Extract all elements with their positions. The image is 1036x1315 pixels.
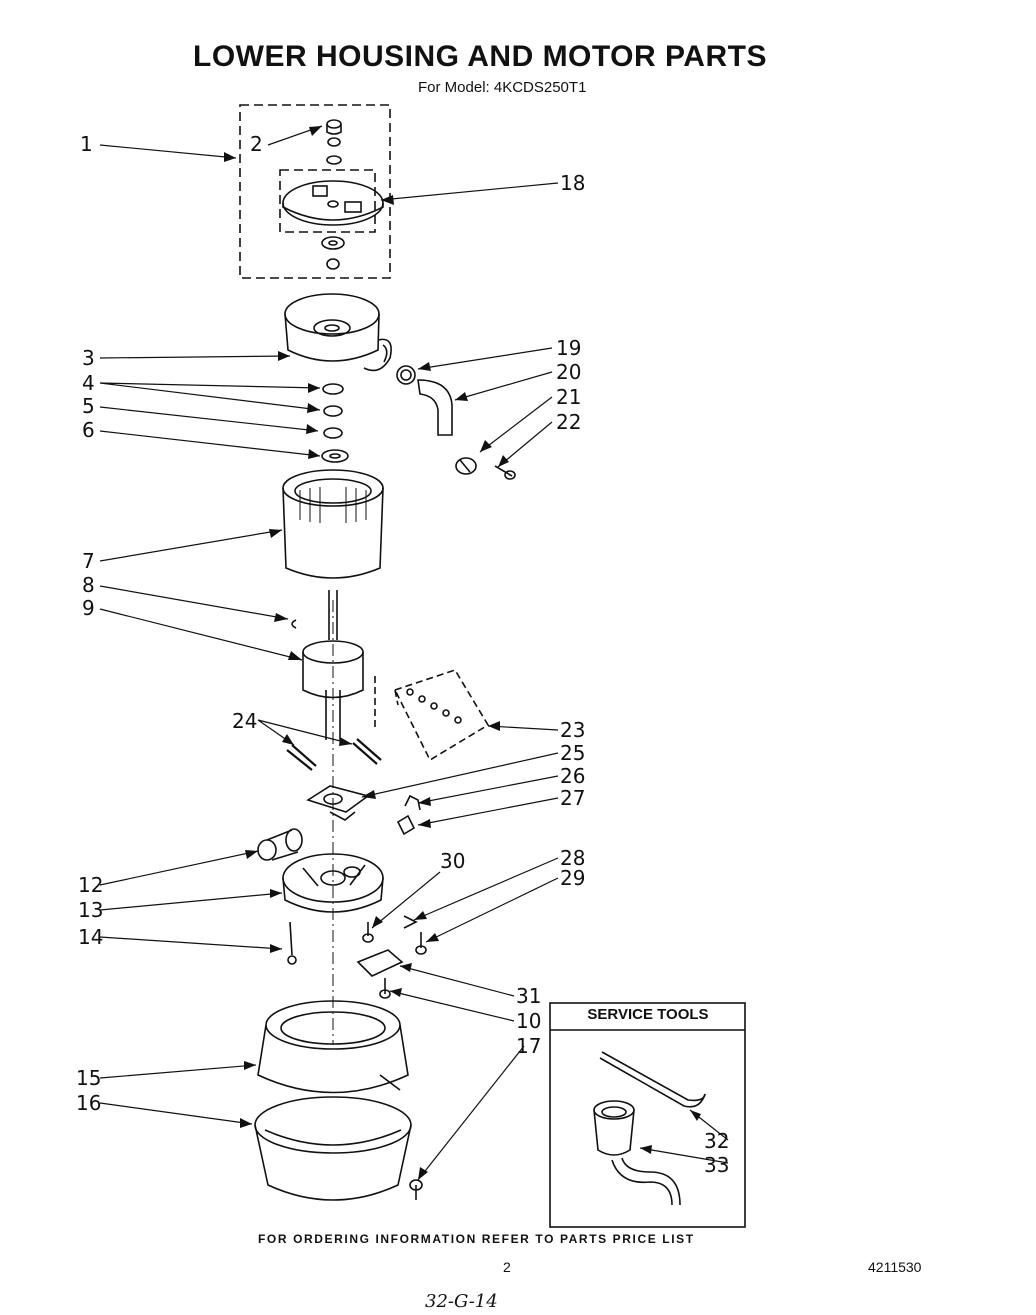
callout-31: 31 bbox=[516, 984, 541, 1008]
lower-housing-part bbox=[284, 293, 392, 372]
callout-29: 29 bbox=[560, 866, 585, 890]
clip-part bbox=[291, 619, 297, 629]
screw-29-part bbox=[415, 932, 427, 955]
callout-3: 3 bbox=[82, 346, 95, 370]
service-tools-title: SERVICE TOOLS bbox=[587, 1006, 709, 1023]
callout-33: 33 bbox=[704, 1153, 729, 1177]
callout-17: 17 bbox=[516, 1034, 541, 1058]
rotor-part bbox=[302, 590, 364, 740]
arrowheads bbox=[224, 126, 701, 1180]
clip-28-part bbox=[403, 915, 418, 929]
through-bolt-part bbox=[287, 921, 297, 965]
brush-springs-part bbox=[286, 738, 382, 771]
callout-20: 20 bbox=[556, 360, 581, 384]
callout-28: 28 bbox=[560, 846, 585, 870]
callout-6: 6 bbox=[82, 418, 95, 442]
page-title: LOWER HOUSING AND MOTOR PARTS bbox=[193, 40, 767, 73]
callout-27: 27 bbox=[560, 786, 585, 810]
callout-23: 23 bbox=[560, 718, 585, 742]
callout-30: 30 bbox=[440, 849, 465, 873]
callout-2: 2 bbox=[250, 132, 263, 156]
end-bell-part bbox=[282, 853, 384, 913]
callout-22: 22 bbox=[556, 410, 581, 434]
callout-12: 12 bbox=[78, 873, 103, 897]
callout-19: 19 bbox=[556, 336, 581, 360]
callout-18: 18 bbox=[560, 171, 585, 195]
service-tools-box bbox=[549, 1002, 746, 1228]
washer-part bbox=[321, 236, 345, 270]
callout-15: 15 bbox=[76, 1066, 101, 1090]
callout-24: 24 bbox=[232, 709, 257, 733]
discharge-elbow-part bbox=[417, 379, 453, 436]
page-number: 2 bbox=[503, 1259, 511, 1275]
shell-part bbox=[257, 1000, 409, 1094]
capacitor-part bbox=[257, 828, 303, 861]
callout-7: 7 bbox=[82, 549, 95, 573]
callout-32: 32 bbox=[704, 1129, 729, 1153]
screw-17-part bbox=[409, 1179, 423, 1200]
grind-plate-assembly-group bbox=[239, 104, 391, 279]
callout-10: 10 bbox=[516, 1009, 541, 1033]
callout-13: 13 bbox=[78, 898, 103, 922]
wrench-socket-tool bbox=[593, 1100, 681, 1206]
motor-stator-part bbox=[282, 469, 384, 579]
callout-16: 16 bbox=[76, 1091, 101, 1115]
callout-1: 1 bbox=[80, 132, 93, 156]
flywheel-plate-part bbox=[282, 180, 384, 226]
leader-lines bbox=[99, 125, 729, 1181]
flange-screw-part bbox=[494, 465, 516, 480]
switch-board-part bbox=[306, 785, 370, 821]
screw-30-part bbox=[362, 922, 374, 943]
callout-4: 4 bbox=[82, 371, 95, 395]
discharge-gasket-part bbox=[396, 365, 416, 385]
callout-labels: 1 2 3 4 5 6 7 8 9 12 13 14 15 16 18 19 2… bbox=[76, 132, 729, 1177]
cover-plate-part bbox=[356, 949, 404, 977]
model-subtitle: For Model: 4KCDS250T1 bbox=[418, 79, 587, 96]
callout-9: 9 bbox=[82, 596, 95, 620]
callout-21: 21 bbox=[556, 385, 581, 409]
callout-14: 14 bbox=[78, 925, 103, 949]
callout-25: 25 bbox=[560, 741, 585, 765]
flange-clamp-part bbox=[455, 457, 477, 475]
callout-5: 5 bbox=[82, 394, 95, 418]
bearing-washers bbox=[321, 383, 349, 463]
spring-clip-part bbox=[404, 794, 421, 811]
control-box-part bbox=[374, 669, 490, 762]
base-part bbox=[254, 1096, 412, 1201]
ordering-info-note: FOR ORDERING INFORMATION REFER TO PARTS … bbox=[258, 1232, 695, 1246]
terminal-part bbox=[396, 814, 416, 836]
connector-dots bbox=[406, 688, 462, 724]
handwritten-note: 32-G-14 bbox=[425, 1291, 498, 1312]
document-number: 4211530 bbox=[868, 1259, 922, 1275]
wrench-tool bbox=[599, 1051, 706, 1108]
callout-8: 8 bbox=[82, 573, 95, 597]
nut-part bbox=[326, 119, 342, 165]
callout-26: 26 bbox=[560, 764, 585, 788]
screw-31-part bbox=[379, 978, 391, 999]
